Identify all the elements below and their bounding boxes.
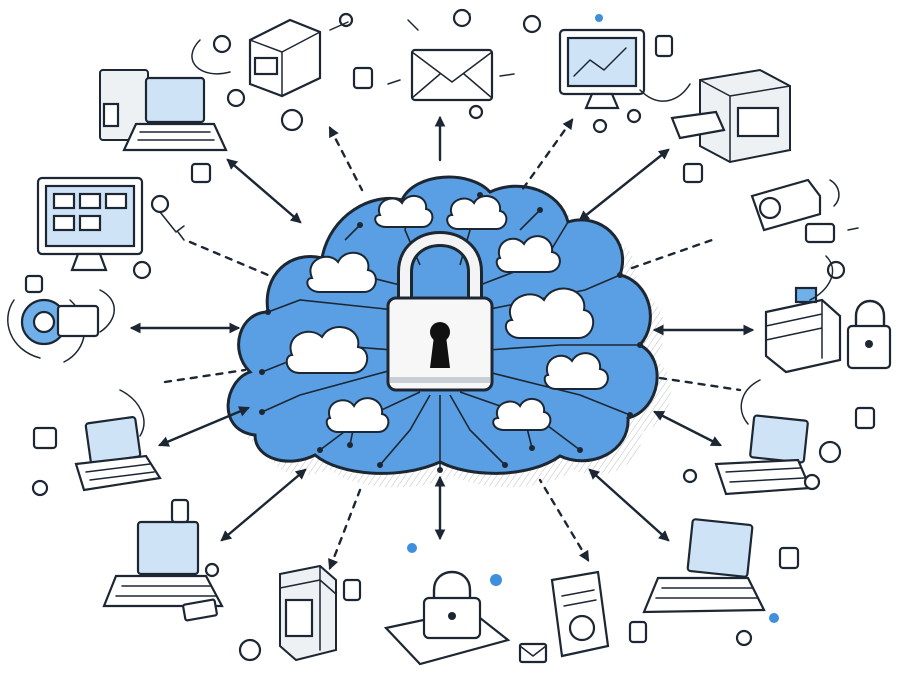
server-icon	[279, 564, 337, 662]
camera-icon	[7, 298, 100, 363]
desktop-monitor-icon	[36, 176, 144, 272]
bidirectional-arrow-icon	[653, 410, 722, 447]
server-icon	[764, 286, 842, 374]
decorative-doodles	[24, 12, 876, 662]
camera-icon	[750, 178, 859, 244]
keyhole-icon	[430, 322, 450, 368]
connection-arrows	[129, 115, 755, 571]
laptop-icon	[74, 416, 162, 492]
padlock-icon	[846, 299, 892, 370]
printer-icon	[670, 68, 791, 164]
bidirectional-arrow-icon	[226, 158, 302, 224]
bidirectional-arrow-icon	[588, 468, 670, 542]
mini-clouds	[285, 194, 609, 433]
padlock-icon	[383, 543, 511, 666]
server-icon	[248, 18, 322, 98]
central-cloud	[226, 175, 672, 488]
laptop-icon	[99, 69, 228, 152]
document-icon	[518, 570, 610, 664]
padlock-icon	[386, 231, 494, 392]
envelope-icon	[387, 8, 515, 120]
laptop-icon	[714, 414, 812, 496]
bidirectional-arrow-icon	[220, 468, 307, 542]
bidirectional-arrow-icon	[158, 406, 250, 447]
laptop-icon	[642, 518, 779, 623]
laptop-icon	[102, 520, 224, 622]
bidirectional-arrow-icon	[578, 148, 670, 222]
desktop-monitor-icon	[558, 14, 646, 110]
